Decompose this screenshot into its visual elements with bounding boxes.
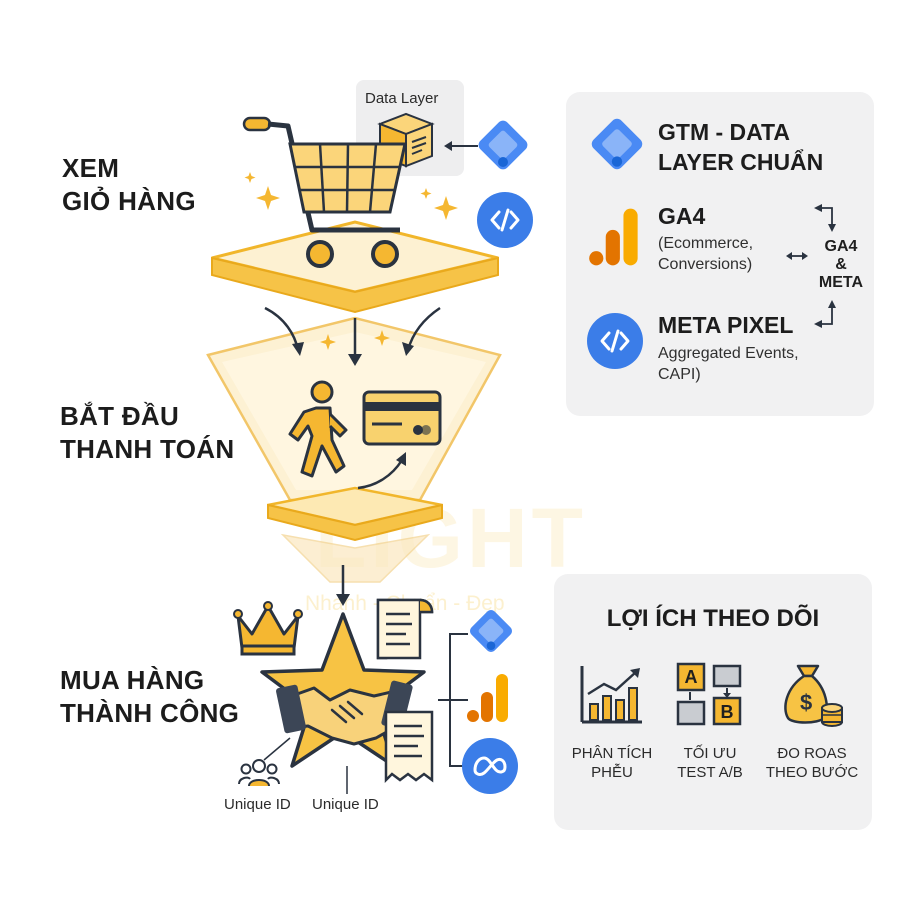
funnel-lower [280,533,431,583]
meta-pixel-title: META PIXEL [658,312,794,338]
data-layer-label: Data Layer [365,90,439,107]
sparkle [244,172,256,183]
walking-person-icon [288,380,348,478]
benefit-label-line: TỐI ƯU [683,745,737,762]
gtm-icon [469,609,513,653]
step-title-line: XEM [62,153,120,183]
gtm-title-line: GTM - DATA [658,119,791,145]
ga4-icon [467,674,508,722]
receipt-icon [376,598,434,660]
step-title-line: MUA HÀNG [60,665,205,695]
bar-chart-icon [580,666,642,724]
arrow-to-card [357,452,406,490]
benefit-label-ab-test: TỐI ƯU TEST A/B [655,744,765,782]
benefits-title: LỢI ÍCH THEO DÕI [606,605,820,632]
benefit-label-line: TEST A/B [677,764,743,781]
gtm-icon [591,118,643,170]
credit-card-icon [362,390,442,446]
benefit-label-roas: ĐO ROAS THEO BƯỚC [757,744,867,782]
link-label-line: META [818,274,864,291]
crown-icon [233,601,303,656]
step-title-purchase: MUA HÀNG THÀNH CÔNG [60,664,239,730]
meta-pixel-code-icon [587,313,643,369]
meta-icon [462,738,518,794]
funnel-mid-slab-side [267,503,443,542]
sparkle [420,188,432,199]
sparkle [320,334,336,350]
ga4-title: GA4 [658,203,706,229]
unique-id-label-1: Unique ID [224,796,291,813]
funnel-body-inner [222,332,486,490]
step-title-line: BẮT ĐẦU [60,401,180,431]
unique-id-pointer [263,737,291,761]
unique-id-pointer [346,766,348,794]
gtm-title: GTM - DATA LAYER CHUẨN [658,117,823,177]
code-tag-icon [477,192,533,248]
gtm-title-line: LAYER CHUẨN [658,149,824,175]
sync-arrows [786,204,836,328]
ga4-subtitle-line: (Ecommerce, [658,235,754,252]
ab-test-icon: A B [676,662,744,728]
users-icon [238,759,280,787]
ab-letter-a: A [684,667,698,687]
benefit-label-funnel: PHÂN TÍCH PHỄU [557,744,667,782]
link-label-line: & [835,256,847,273]
step-title-line: GIỎ HÀNG [62,186,196,216]
benefit-label-line: PHÂN TÍCH [571,745,653,762]
benefit-label-line: ĐO ROAS [777,745,847,762]
link-label-line: GA4 [824,238,858,255]
meta-pixel-subtitle-line: Aggregated Events, [658,345,799,362]
unique-id-label-2: Unique ID [312,796,379,813]
step-title-line: THANH TOÁN [60,434,235,464]
sparkle [434,196,458,220]
step-title-view-cart: XEM GIỎ HÀNG [62,152,196,218]
svg-text:$: $ [800,690,812,715]
benefit-label-line: PHỄU [591,764,633,781]
link-label: GA4 & META [808,238,874,292]
gtm-icon [478,120,528,170]
arrow-gtm-to-datalayer [444,141,478,151]
sparkle [256,186,280,210]
sparkle [374,330,390,346]
benefit-label-line: THEO BƯỚC [765,764,859,781]
shopping-cart-icon [242,116,407,268]
step-title-line: THÀNH CÔNG [60,698,240,728]
step-title-checkout: BẮT ĐẦU THANH TOÁN [60,400,234,466]
bracket-connector [438,633,468,767]
money-bag-icon: $ [784,664,843,727]
receipt-icon [384,710,434,784]
meta-pixel-subtitle-line: CAPI) [658,366,701,383]
funnel-top-slab-side [211,256,499,314]
ab-letter-b: B [720,702,734,722]
ga4-subtitle: (Ecommerce, Conversions) [658,233,753,275]
ga4-icon [589,208,638,266]
ga4-subtitle-line: Conversions) [658,256,753,273]
meta-pixel-subtitle: Aggregated Events, CAPI) [658,343,799,385]
